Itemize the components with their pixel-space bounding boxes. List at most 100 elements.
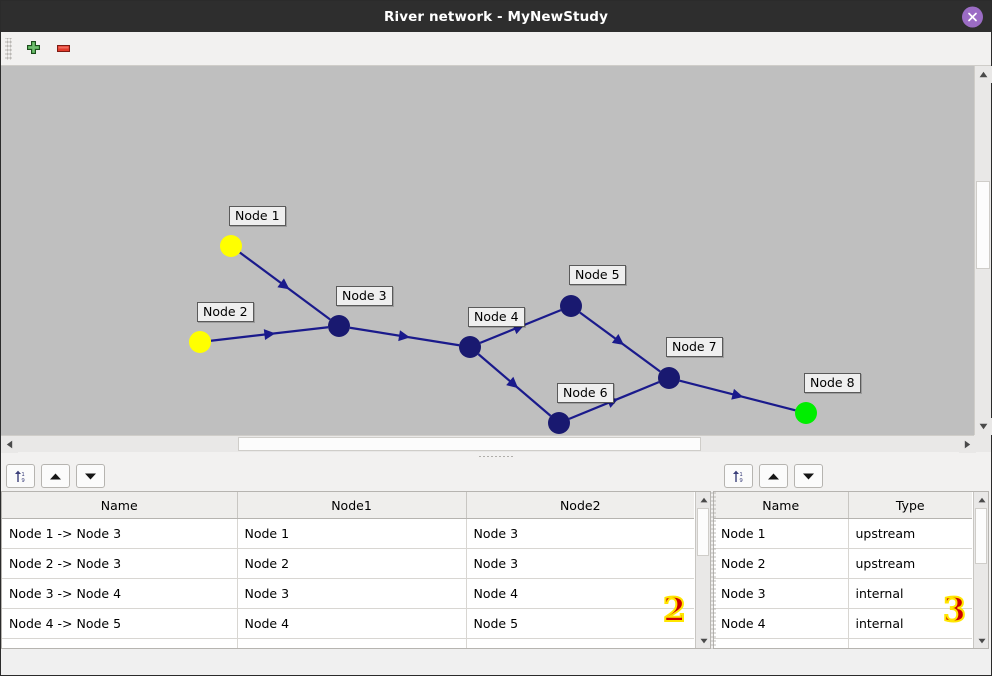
graph-node[interactable]	[328, 315, 350, 337]
scroll-down-button[interactable]	[696, 633, 711, 648]
table-cell[interactable]	[714, 638, 849, 648]
reaches-move-down-button[interactable]	[76, 464, 105, 488]
graph-horizontal-scrollbar[interactable]	[1, 435, 976, 453]
table-cell[interactable]: Node 3	[714, 578, 849, 609]
triangle-up-icon	[50, 473, 61, 479]
node-label[interactable]: Node 7	[666, 337, 723, 357]
graph-vscroll-thumb[interactable]	[976, 181, 990, 269]
table-cell[interactable]: Node 4	[714, 608, 849, 639]
remove-node-button[interactable]	[48, 36, 78, 62]
graph-node[interactable]	[459, 336, 481, 358]
graph-node[interactable]	[548, 412, 570, 434]
table-cell[interactable]	[848, 638, 972, 648]
table-cell[interactable]: Node 3 -> Node 4	[2, 578, 238, 609]
reaches-sort-button[interactable]: 1 9	[6, 464, 35, 488]
table-cell[interactable]: Node 1 -> Node 3	[2, 518, 238, 549]
table-cell[interactable]: Node 4	[237, 608, 467, 639]
triangle-right-icon	[964, 440, 971, 449]
network-canvas[interactable]: Node 1 Node 2 Node 3 Node 4 Node 5 Node 6 Node…	[1, 66, 976, 435]
table-cell[interactable]: Node 4	[466, 578, 694, 609]
nodes-table-scrollbar[interactable]	[973, 492, 988, 648]
node-label[interactable]: Node 6	[557, 383, 614, 403]
table-cell[interactable]	[2, 638, 238, 648]
scroll-left-button[interactable]	[1, 436, 18, 453]
graph-node[interactable]	[220, 235, 242, 257]
scrollbar-corner	[974, 435, 991, 452]
horizontal-splitter[interactable]	[1, 452, 991, 461]
table-cell[interactable]	[237, 638, 467, 648]
scroll-right-button[interactable]	[959, 436, 976, 453]
nodes-scroll-thumb[interactable]	[975, 508, 987, 564]
table-cell[interactable]: Node 5	[466, 608, 694, 639]
table-cell[interactable]: internal	[848, 608, 972, 639]
toolbar-drag-handle[interactable]	[5, 37, 12, 60]
nodes-move-down-button[interactable]	[794, 464, 823, 488]
table-cell[interactable]: upstream	[848, 518, 972, 549]
nodes-sort-button[interactable]: 1 9	[724, 464, 753, 488]
reaches-scroll-thumb[interactable]	[697, 508, 709, 556]
table-cell[interactable]: Node 3	[466, 518, 694, 549]
table-cell[interactable]: Node 1	[237, 518, 467, 549]
reaches-table-scrollbar[interactable]	[695, 492, 710, 648]
triangle-down-icon	[803, 473, 814, 479]
graph-node[interactable]	[658, 367, 680, 389]
table-cell[interactable]: Node 4 -> Node 5	[2, 608, 238, 639]
table-cell[interactable]: Node 2	[237, 548, 467, 579]
node-label[interactable]: Node 2	[197, 302, 254, 322]
remove-minus-icon	[56, 45, 70, 52]
nodes-column-header[interactable]: Name	[714, 492, 849, 519]
scroll-up-button[interactable]	[975, 66, 992, 83]
reaches-move-up-button[interactable]	[41, 464, 70, 488]
triangle-down-icon	[979, 423, 988, 430]
table-cell[interactable]: Node 3	[466, 548, 694, 579]
graph-node[interactable]	[560, 295, 582, 317]
table-row-empty[interactable]	[714, 638, 972, 648]
scroll-up-button[interactable]	[696, 492, 711, 507]
nodes-toolbar: 1 9	[711, 461, 991, 491]
add-node-button[interactable]	[18, 36, 48, 62]
table-cell[interactable]: internal	[848, 578, 972, 609]
reaches-column-header[interactable]: Name	[2, 492, 238, 519]
main-toolbar	[1, 32, 991, 66]
close-window-button[interactable]	[962, 6, 983, 27]
table-cell[interactable]	[466, 638, 694, 648]
graph-hscroll-thumb[interactable]	[238, 437, 701, 451]
table-row-empty[interactable]	[2, 638, 694, 648]
table-cell[interactable]: Node 2	[714, 548, 849, 579]
scroll-down-button[interactable]	[974, 633, 989, 648]
graph-node[interactable]	[795, 402, 817, 424]
table-cell[interactable]: Node 1	[714, 518, 849, 549]
reaches-column-header[interactable]: Node2	[466, 492, 694, 519]
svg-text:9: 9	[739, 478, 743, 484]
node-label[interactable]: Node 4	[468, 307, 525, 327]
node-label[interactable]: Node 3	[336, 286, 393, 306]
node-label[interactable]: Node 5	[569, 265, 626, 285]
nodes-column-header[interactable]: Type	[848, 492, 972, 519]
edge-arrow-icon	[398, 330, 410, 342]
scroll-down-button[interactable]	[975, 418, 992, 435]
vertical-splitter[interactable]	[711, 491, 716, 649]
scroll-up-button[interactable]	[974, 492, 989, 507]
node-label[interactable]: Node 1	[229, 206, 286, 226]
table-cell[interactable]: upstream	[848, 548, 972, 579]
node-label[interactable]: Node 8	[804, 373, 861, 393]
reaches-column-header[interactable]: Node1	[237, 492, 467, 519]
table-cell[interactable]: Node 3	[237, 578, 467, 609]
nodes-move-up-button[interactable]	[759, 464, 788, 488]
graph-node[interactable]	[189, 331, 211, 353]
graph-vertical-scrollbar[interactable]	[974, 66, 992, 435]
table-cell[interactable]: Node 2 -> Node 3	[2, 548, 238, 579]
